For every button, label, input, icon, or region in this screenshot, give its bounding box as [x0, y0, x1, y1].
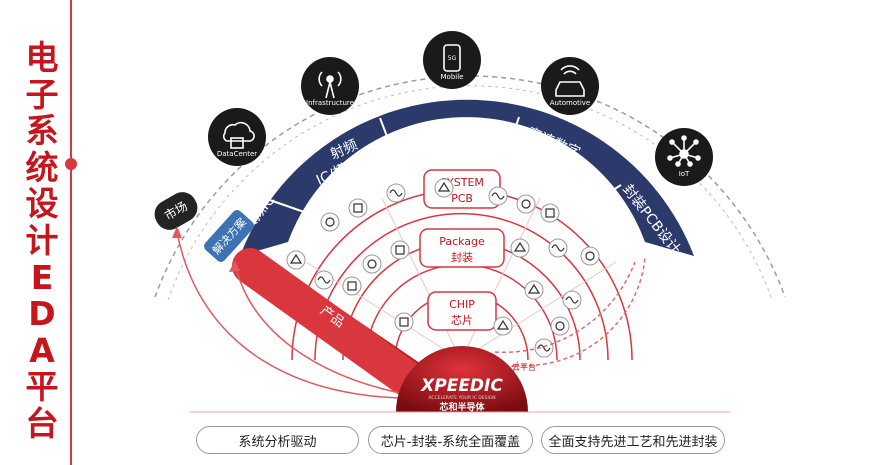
app-label-3dic[interactable]: 3DIC设计	[423, 126, 485, 142]
market-tag[interactable]: 市场	[149, 187, 202, 235]
cloud-platform-band: 云平台	[494, 257, 646, 376]
product-bar[interactable]: 产品	[232, 248, 438, 406]
block-tool-icon[interactable]	[562, 290, 582, 310]
gauge-tool-icon[interactable]	[320, 212, 340, 232]
pill-full-coverage[interactable]: 芯片-封装-系统全面覆盖	[368, 426, 533, 454]
chip-tool-icon[interactable]	[286, 250, 306, 270]
title-char: 系	[25, 111, 59, 151]
outer-guide-arc-inner	[167, 85, 773, 301]
waveform-tool-icon[interactable]	[386, 183, 406, 203]
title-char: A	[29, 330, 55, 370]
signal-tool-icon[interactable]	[488, 186, 508, 206]
svg-text:CHIP: CHIP	[449, 298, 475, 311]
cube-tool-icon[interactable]	[510, 238, 530, 258]
document-tool-icon[interactable]	[493, 316, 513, 336]
svg-text:封装: 封装	[451, 250, 473, 264]
flow-arrows	[176, 231, 411, 399]
radio-tool-icon[interactable]	[524, 280, 544, 300]
cloud-platform-label[interactable]: 云平台	[512, 362, 536, 372]
title-char: 设	[25, 184, 59, 224]
outer-icon-label: Automotive	[550, 99, 591, 107]
application-arc	[240, 99, 694, 256]
svg-text:Package: Package	[439, 235, 485, 248]
disc-tool-icon[interactable]	[342, 276, 362, 296]
title-char: 台	[25, 403, 59, 443]
network-hub-icon[interactable]: IoT	[655, 128, 713, 186]
outer-icon-label: IoT	[679, 170, 690, 178]
car-icon[interactable]: Automotive	[541, 57, 599, 115]
shield-tool-icon[interactable]	[548, 238, 568, 258]
wave-tool-icon[interactable]	[314, 270, 334, 290]
title-char: E	[30, 257, 54, 297]
title-char: 平	[25, 367, 59, 407]
layers-tool-icon[interactable]	[540, 203, 560, 223]
pill-advanced-process[interactable]: 全面支持先进工艺和先进封装	[541, 426, 725, 454]
grid-tool-icon[interactable]	[390, 240, 410, 260]
antenna-tower-icon[interactable]: Infrastructure	[301, 57, 359, 115]
spiral-tool-icon[interactable]	[434, 178, 454, 198]
rf-tool-icon[interactable]	[348, 198, 368, 218]
outer-app-icons: DataCenter Infrastructure 5G MobileAutomoti…	[208, 31, 713, 186]
pill-system-driven[interactable]: 系统分析驱动	[196, 426, 359, 454]
pin-tool-icon[interactable]	[394, 312, 414, 332]
svg-text:XPEEDIC: XPEEDIC	[420, 376, 503, 396]
arrow-head-solution	[229, 260, 240, 272]
title-divider-dot	[65, 158, 77, 170]
cloud-database-icon[interactable]: DataCenter	[208, 108, 266, 166]
outer-icon-label: Infrastructure	[306, 99, 354, 107]
outer-icon-label: DataCenter	[217, 150, 257, 158]
pulse-tool-icon[interactable]	[362, 254, 382, 274]
tool-icons	[286, 178, 600, 358]
svg-text:芯和半导体: 芯和半导体	[439, 401, 485, 413]
svg-text:芯片: 芯片	[451, 313, 473, 327]
target-tool-icon[interactable]	[580, 246, 600, 266]
title-divider	[70, 0, 72, 465]
outer-icon-label: Mobile	[441, 73, 464, 81]
svg-text:ACCELERATE YOUR IC DESIGN: ACCELERATE YOUR IC DESIGN	[428, 395, 495, 401]
title-column: 电 子 系 统 设 计 E D A 平 台	[22, 38, 62, 443]
svg-text:PCB: PCB	[451, 192, 473, 205]
title-char: D	[28, 294, 56, 334]
title-char: 子	[25, 74, 59, 114]
title-char: 计	[25, 220, 59, 260]
molecule-tool-icon[interactable]	[516, 194, 536, 214]
database-tool-icon[interactable]	[534, 338, 554, 358]
xpeedic-logo: XPEEDIC ACCELERATE YOUR IC DESIGN 芯和半导体	[396, 346, 528, 413]
arrow-head-market	[172, 226, 182, 238]
smartphone-icon[interactable]: 5G Mobile	[423, 31, 481, 89]
title-char: 统	[25, 147, 59, 187]
ring-tool-icon[interactable]	[550, 316, 570, 336]
title-char: 电	[25, 38, 59, 77]
layer-package[interactable]: Package 封装	[419, 228, 505, 268]
svg-text:5G: 5G	[448, 55, 457, 62]
layer-chip[interactable]: CHIP 芯片	[427, 291, 497, 331]
